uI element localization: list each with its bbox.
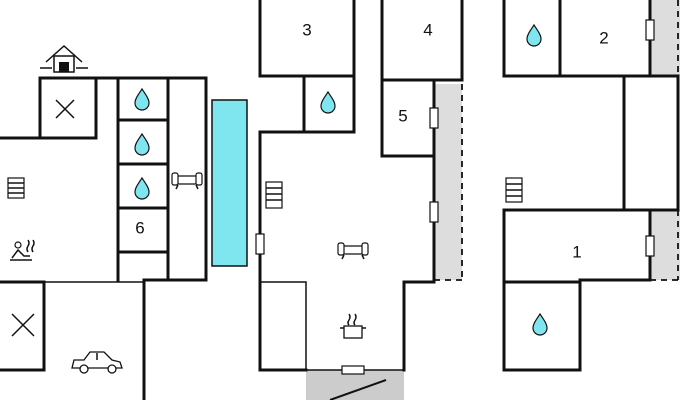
water-drop-icon (134, 177, 150, 200)
center-building (258, 0, 464, 372)
radiator-icon (505, 177, 523, 203)
room-label-5: 5 (398, 107, 407, 126)
terraces (306, 0, 680, 400)
radiator-icon (265, 181, 283, 209)
room-label-6: 6 (135, 219, 144, 238)
room-label-2: 2 (599, 29, 608, 48)
water-drop-icon (320, 91, 336, 114)
terrace-bottom (306, 370, 404, 400)
x-mark-icon (55, 99, 75, 119)
terrace-right-top (650, 0, 680, 76)
water-drop-icon (532, 313, 548, 336)
terrace-center-right (434, 84, 462, 280)
stairs (329, 379, 387, 400)
x-mark-icon (11, 313, 35, 337)
cooking-pot-icon (340, 313, 366, 339)
sofa-icon (171, 172, 203, 190)
left-building (0, 76, 208, 400)
water-drop-icon (526, 24, 542, 47)
water-drop-icon (134, 88, 150, 111)
terrace-right-mid (650, 210, 680, 280)
room-label-3: 3 (302, 21, 311, 40)
sofa-icon (337, 242, 369, 260)
room-label-1: 1 (572, 243, 581, 262)
room-label-4: 4 (423, 21, 432, 40)
car-icon (71, 351, 123, 374)
sauna-icon (10, 239, 35, 261)
pool (211, 99, 248, 267)
water-drop-icon (134, 133, 150, 156)
house-icon (40, 44, 88, 73)
windows (255, 19, 655, 375)
radiator-icon (7, 177, 25, 199)
